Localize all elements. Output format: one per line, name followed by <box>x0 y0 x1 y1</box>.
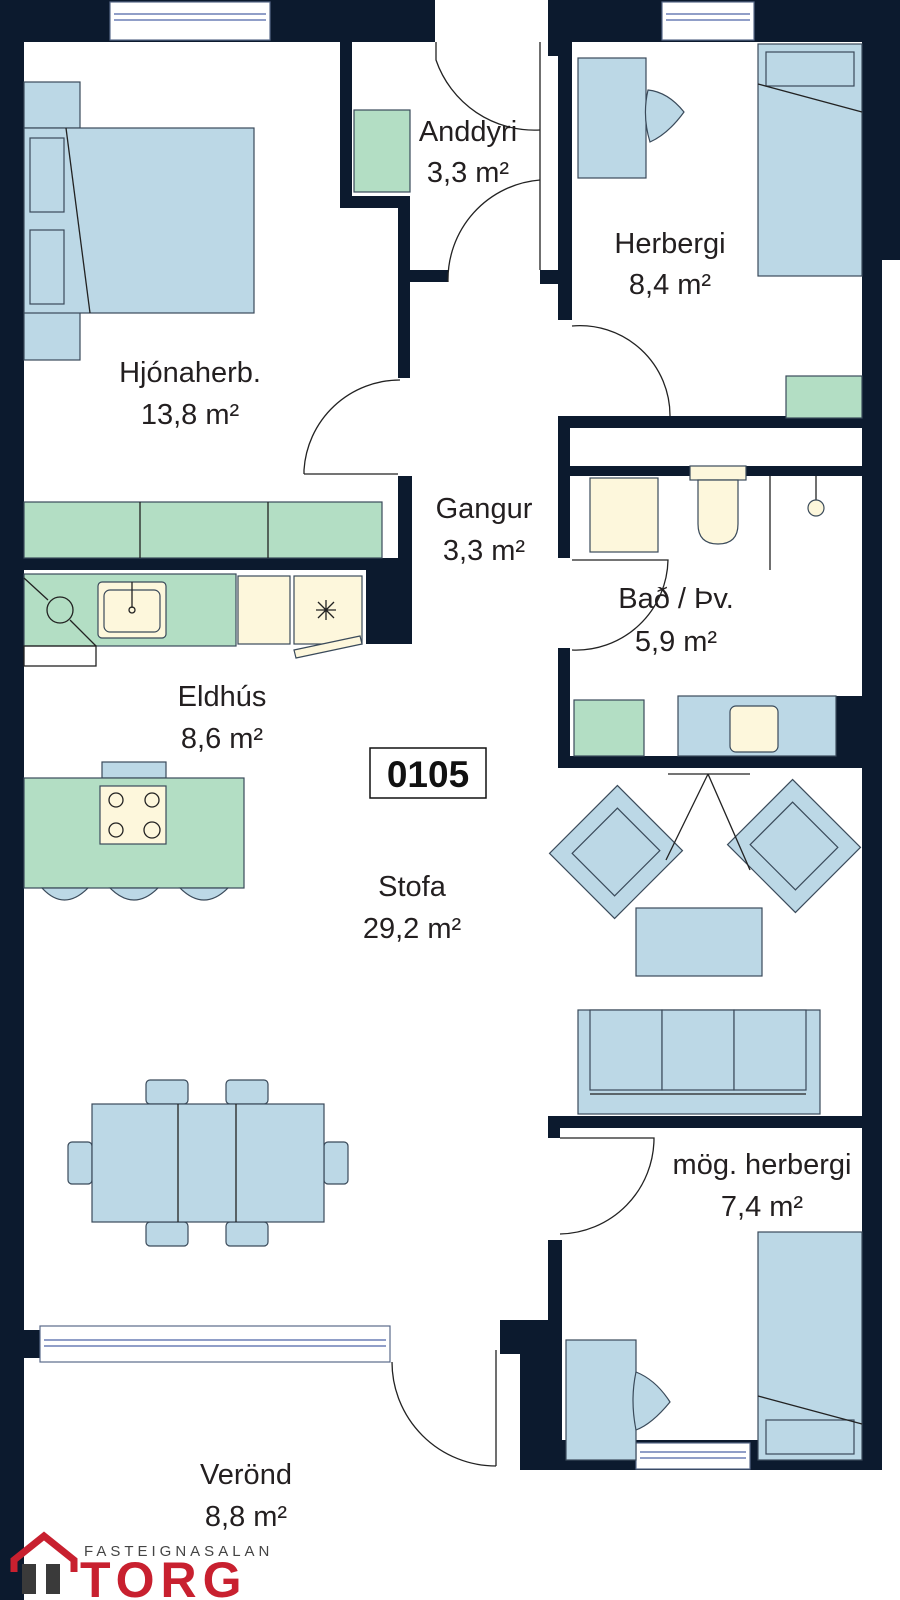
double-bed <box>23 81 255 361</box>
room-area: 5,9 m² <box>635 626 718 658</box>
room-label-bad: Bað / Þv. 5,9 m² <box>618 583 734 658</box>
room-label-anddyri: Anddyri 3,3 m² <box>419 116 517 189</box>
room-label-gangur: Gangur 3,3 m² <box>436 493 533 567</box>
spare-room-furniture <box>565 1231 863 1461</box>
room-name: Bað / Þv. <box>618 583 734 615</box>
room-label-mog-herbergi: mög. herbergi 7,4 m² <box>673 1149 852 1223</box>
house-icon <box>10 1531 78 1594</box>
room-area: 8,4 m² <box>629 269 712 301</box>
room-area: 7,4 m² <box>721 1191 804 1223</box>
room-label-verond: Verönd 8,8 m² <box>200 1459 292 1533</box>
kitchen-island <box>23 761 245 901</box>
brand-name-bottom: TORG <box>80 1552 248 1600</box>
room-area: 3,3 m² <box>443 535 526 567</box>
room-name: Stofa <box>378 871 447 903</box>
room-name: Eldhús <box>178 681 267 713</box>
room-name: Verönd <box>200 1459 292 1491</box>
herbergi-furniture <box>577 43 863 419</box>
doors <box>303 42 671 1467</box>
kitchen-counter <box>23 501 383 667</box>
room-area: 8,8 m² <box>205 1501 288 1533</box>
room-area: 13,8 m² <box>141 399 240 431</box>
room-name: Anddyri <box>419 116 517 148</box>
entry-cabinet <box>353 109 411 193</box>
dining-table <box>67 1079 349 1247</box>
room-area: 3,3 m² <box>427 157 510 189</box>
unit-number-box: 0105 <box>369 747 487 799</box>
room-label-hjonaherb: Hjónaherb. 13,8 m² <box>119 357 261 431</box>
sofa <box>577 1009 821 1115</box>
windows <box>39 1 755 1470</box>
room-name: Hjónaherb. <box>119 357 261 389</box>
room-name: Gangur <box>436 493 533 525</box>
room-area: 29,2 m² <box>363 913 462 945</box>
armchairs <box>548 773 862 920</box>
room-name: mög. herbergi <box>673 1149 852 1181</box>
room-label-eldhus: Eldhús 8,6 m² <box>178 681 267 755</box>
unit-number: 0105 <box>387 754 469 795</box>
brand-name-top: FASTEIGNASALAN <box>84 1543 273 1560</box>
room-label-herbergi: Herbergi 8,4 m² <box>614 228 725 301</box>
room-label-stofa: Stofa 29,2 m² <box>363 871 462 945</box>
coffee-table <box>635 907 763 977</box>
room-area: 8,6 m² <box>181 723 264 755</box>
brand-logo: FASTEIGNASALAN TORG <box>10 1531 273 1600</box>
bathroom-fixtures <box>573 465 837 757</box>
room-name: Herbergi <box>614 228 725 260</box>
